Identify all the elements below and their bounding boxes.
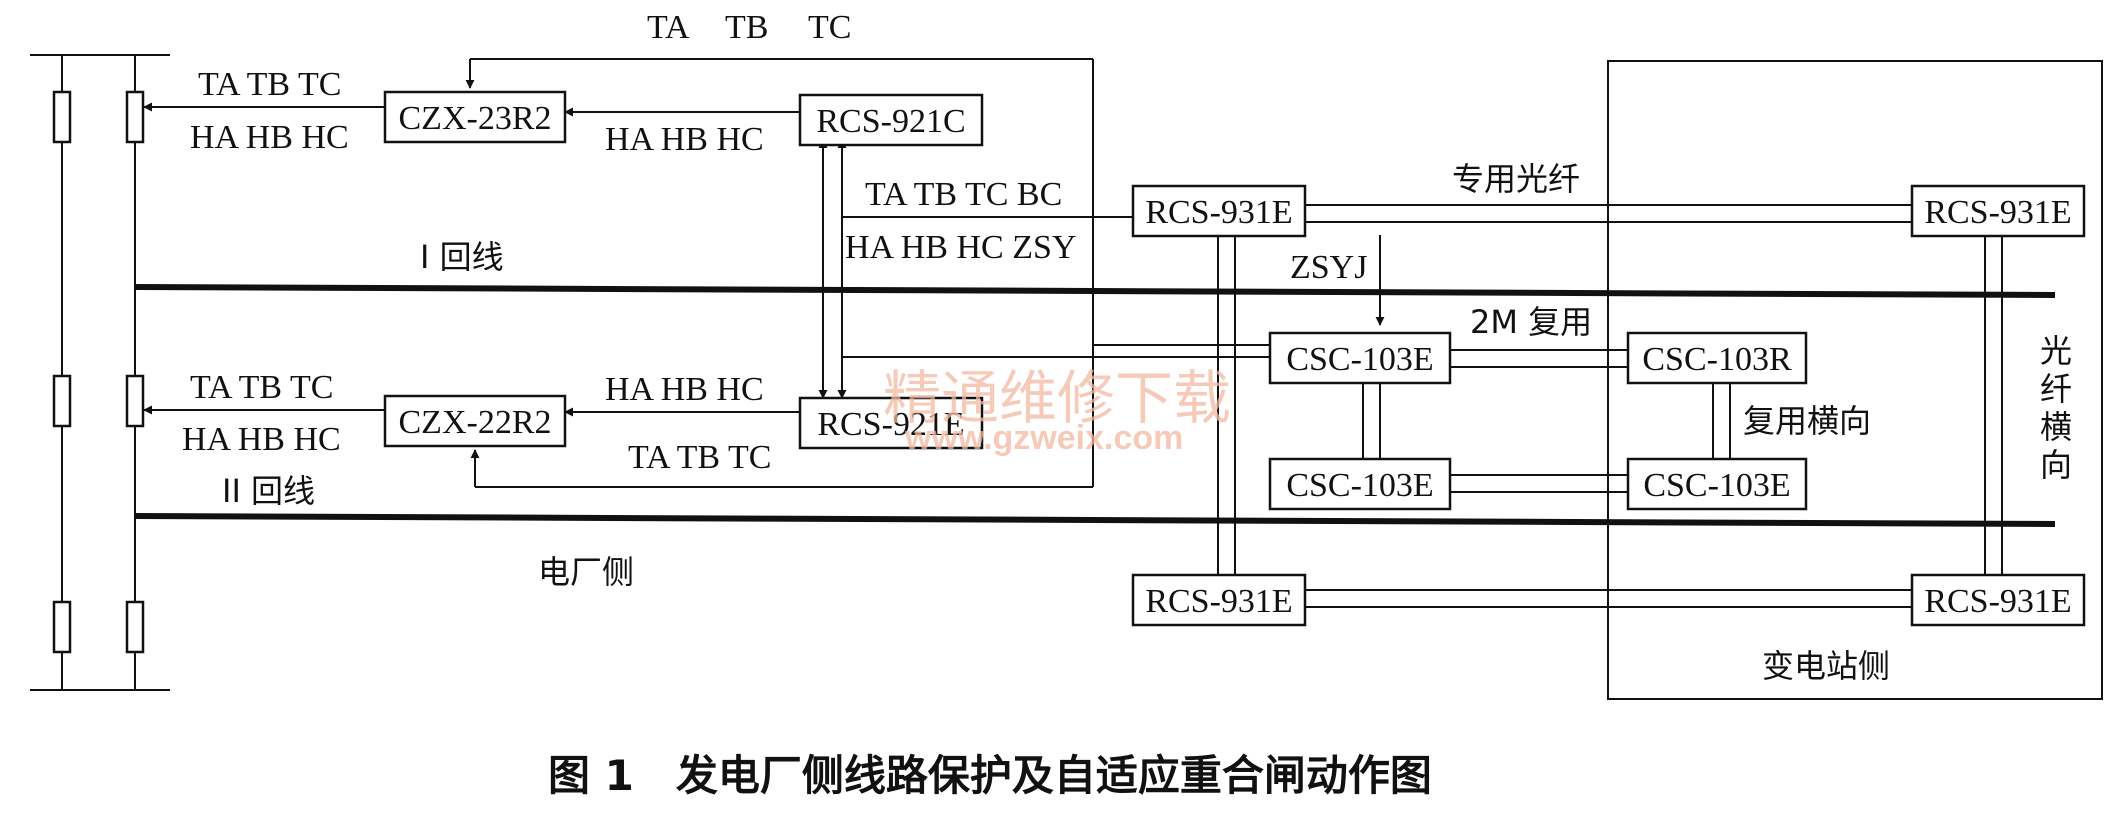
resistor xyxy=(52,90,72,144)
line1-close-label: HA HB HC xyxy=(190,119,349,156)
csc-103e-upper-box: CSC-103E xyxy=(1268,331,1452,385)
csc-103e-upper-label: CSC-103E xyxy=(1286,341,1433,378)
resistor xyxy=(52,600,72,654)
watermark-text: 精通维修下载 xyxy=(883,364,1231,432)
fiber-cross-char: 横 xyxy=(2040,408,2072,446)
rcs-931e-top-left-label: RCS-931E xyxy=(1145,194,1292,231)
czx-23r2-label: CZX-23R2 xyxy=(399,100,552,137)
rcs-931e-bottom-right-box: RCS-931E xyxy=(1910,573,2086,627)
resistor xyxy=(125,600,145,654)
line2-label: II 回线 xyxy=(222,472,315,510)
fiber-cross-label: 光 纤 横 向 xyxy=(2040,332,2082,484)
rcs-921e-label: RCS-921E xyxy=(817,406,964,443)
line-1-bus xyxy=(134,284,2056,298)
rcs-921e-box: RCS-921E xyxy=(798,396,984,450)
substation-side-label: 变电站侧 xyxy=(1762,647,1890,685)
top-tb-label: TB xyxy=(725,9,768,46)
trip-bc-label: TA TB TC BC xyxy=(865,176,1062,213)
dedicated-fiber-label: 专用光纤 xyxy=(1452,160,1580,198)
rcs921c-close-label: HA HB HC xyxy=(605,121,764,158)
zsyj-label: ZSYJ xyxy=(1290,249,1367,286)
plant-enclosure xyxy=(465,58,1094,488)
plant-side-label: 电厂侧 xyxy=(538,553,634,591)
watermark-url: www.gzweix.com xyxy=(904,419,1183,457)
csc-103e-right-label: CSC-103E xyxy=(1643,467,1790,504)
rcs921e-trip-label: TA TB TC xyxy=(628,439,771,476)
resistor xyxy=(52,374,72,428)
resistor xyxy=(125,374,145,428)
rcs-931e-bottom-left-box: RCS-931E xyxy=(1131,573,1307,627)
rcs-921c-label: RCS-921C xyxy=(816,103,965,140)
rcs921e-close-label: HA HB HC xyxy=(605,371,764,408)
csc-103e-right-box: CSC-103E xyxy=(1626,457,1808,511)
close-zsy-label: HA HB HC ZSY xyxy=(845,229,1076,266)
generator-busbars xyxy=(30,54,170,691)
csc-103e-lower-label: CSC-103E xyxy=(1286,467,1433,504)
csc-103e-lower-box: CSC-103E xyxy=(1268,457,1452,511)
czx-22r2-box: CZX-22R2 xyxy=(383,394,567,448)
rcs-931e-top-left-box: RCS-931E xyxy=(1131,184,1307,238)
line2-close-label: HA HB HC xyxy=(182,421,341,458)
czx-22r2-label: CZX-22R2 xyxy=(399,404,552,441)
csc-103r-box: CSC-103R xyxy=(1626,331,1808,385)
top-ta-label: TA xyxy=(647,9,690,46)
line-2-bus xyxy=(134,513,2056,527)
substation-enclosure xyxy=(1607,60,2103,700)
fiber-cross-char: 向 xyxy=(2040,446,2072,484)
resistor xyxy=(125,90,145,144)
top-tc-label: TC xyxy=(808,9,851,46)
fiber-cross-char: 光 xyxy=(2040,332,2072,370)
rcs-931e-top-right-box: RCS-931E xyxy=(1910,184,2086,238)
rcs-931e-top-right-label: RCS-931E xyxy=(1924,194,2071,231)
rcs-931e-bottom-right-label: RCS-931E xyxy=(1924,583,2071,620)
rcs-931e-bottom-left-label: RCS-931E xyxy=(1145,583,1292,620)
line2-trip-label: TA TB TC xyxy=(190,369,333,406)
line1-trip-label: TA TB TC xyxy=(198,66,341,103)
csc-103r-label: CSC-103R xyxy=(1642,341,1792,378)
czx-23r2-box: CZX-23R2 xyxy=(383,90,567,144)
mux-cross-label: 复用横向 xyxy=(1743,402,1871,440)
fiber-cross-char: 纤 xyxy=(2040,370,2072,408)
figure-caption: 图 1 发电厂侧线路保护及自适应重合闸动作图 xyxy=(548,751,1432,800)
mux-2m-label: 2M 复用 xyxy=(1470,303,1592,341)
line1-label: I 回线 xyxy=(420,238,504,276)
rcs-921c-box: RCS-921C xyxy=(798,93,984,147)
